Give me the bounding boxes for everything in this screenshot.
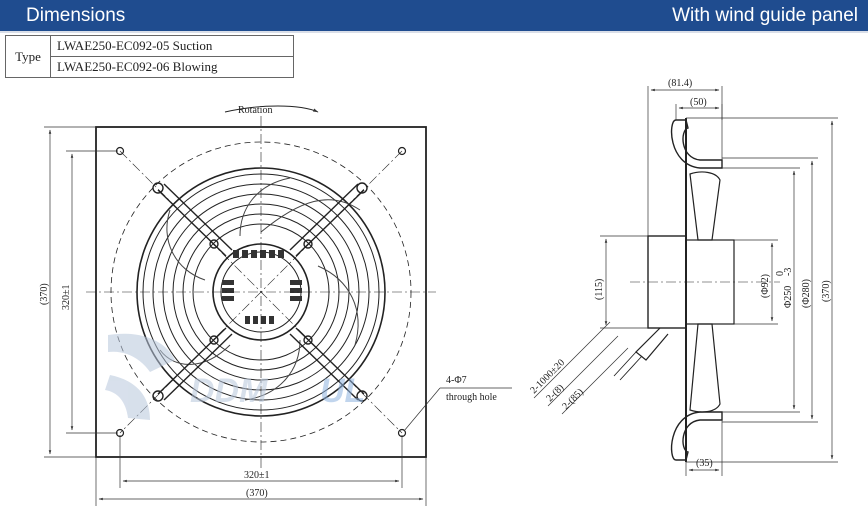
dim-front-height-inner: 320±1 <box>61 285 72 311</box>
dim-side-total-depth: (81.4) <box>668 78 692 89</box>
front-view: DDM UL <box>86 105 436 468</box>
dim-side-370: (370) <box>821 280 832 302</box>
svg-text:DDM: DDM <box>190 372 268 410</box>
dim-front-height-outer: (370) <box>39 283 50 305</box>
dim-side-phi92: (Φ92) <box>760 274 771 298</box>
bottom-wind-guide <box>670 411 723 461</box>
rotation-arrow <box>224 105 319 113</box>
model-mode: Suction <box>172 38 213 53</box>
dim-front-width-outer: (370) <box>246 488 268 499</box>
arm-bolts <box>152 182 368 402</box>
header-subtitle: With wind guide panel <box>672 5 858 26</box>
dim-side-phi250-tol-high: 0 <box>775 271 786 276</box>
side-view <box>613 118 780 462</box>
front-dimension-lines <box>44 126 512 506</box>
dim-side-motor-height: (115) <box>594 279 605 300</box>
cable-wires <box>613 351 643 381</box>
hole-label-type: through hole <box>446 392 497 403</box>
type-table: Type LWAE250-EC092-05 Suction LWAE250-EC… <box>5 35 294 78</box>
cable-gland <box>635 327 669 361</box>
side-blade-top <box>689 171 721 241</box>
watermark-logo: DDM UL <box>105 333 365 420</box>
dim-side-phi280: (Φ280) <box>801 279 812 308</box>
hole-label-count: 4-Φ7 <box>446 375 467 386</box>
top-wind-guide <box>670 119 723 169</box>
model-name: LWAE250-EC092-06 <box>57 59 170 74</box>
side-blade-bottom <box>689 323 721 413</box>
model-name: LWAE250-EC092-05 <box>57 38 170 53</box>
dim-side-phi250: Φ250 <box>783 286 794 308</box>
dim-side-bottom: (35) <box>696 458 713 469</box>
model-row-2: LWAE250-EC092-06 Blowing <box>50 56 294 78</box>
side-dimension-lines <box>533 86 838 476</box>
svg-text:UL: UL <box>320 372 365 410</box>
rotation-label: Rotation <box>238 105 272 116</box>
center-lines <box>86 116 436 468</box>
dim-side-guide-depth: (50) <box>690 97 707 108</box>
header-title: Dimensions <box>26 5 126 26</box>
type-label: Type <box>5 35 51 78</box>
dim-front-width-inner: 320±1 <box>244 470 270 481</box>
model-mode: Blowing <box>172 59 218 74</box>
motor-terminals <box>222 250 302 324</box>
header-bar: Dimensions With wind guide panel <box>0 0 868 33</box>
support-arms <box>157 183 365 401</box>
dim-side-phi250-tol-low: -3 <box>783 268 794 276</box>
